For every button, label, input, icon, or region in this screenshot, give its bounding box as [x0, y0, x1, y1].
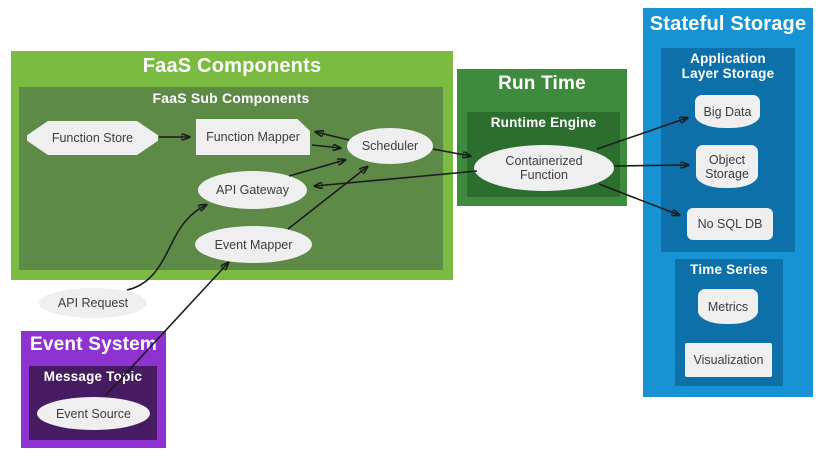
message-topic-title: Message Topic	[43, 369, 143, 384]
runtime-engine-title: Runtime Engine	[490, 115, 597, 130]
node-event-source: Event Source	[37, 397, 150, 430]
node-function-mapper: Function Mapper	[196, 119, 310, 155]
node-function-store: Function Store	[27, 121, 158, 155]
event-system-title: Event System	[29, 334, 157, 355]
node-api-request: API Request	[39, 288, 147, 318]
node-event-mapper: Event Mapper	[195, 226, 312, 263]
run-time-title: Run Time	[498, 73, 586, 94]
stateful-storage-title: Stateful Storage	[649, 13, 807, 35]
node-scheduler: Scheduler	[347, 128, 433, 164]
application-layer-storage-title: Application Layer Storage	[681, 51, 775, 81]
node-object-storage: Object Storage	[696, 145, 758, 188]
node-metrics: Metrics	[698, 289, 758, 324]
node-containerized-function: Containerized Function	[474, 145, 614, 191]
node-visualization: Visualization	[685, 343, 772, 377]
node-big-data: Big Data	[695, 95, 760, 128]
node-api-gateway: API Gateway	[198, 171, 307, 209]
node-no-sql-db: No SQL DB	[687, 208, 773, 240]
faas-components-title: FaaS Components	[142, 55, 322, 77]
faas-sub-components-title: FaaS Sub Components	[152, 90, 310, 106]
time-series-title: Time Series	[690, 262, 768, 277]
